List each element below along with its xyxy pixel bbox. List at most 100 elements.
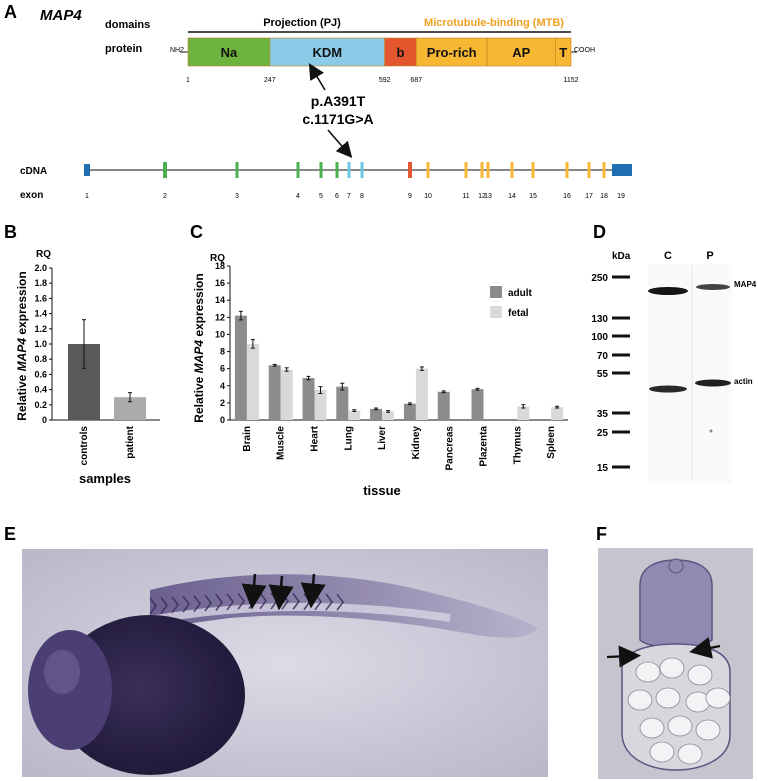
yolk-cell-7: [639, 717, 665, 739]
lane-p: P: [706, 250, 713, 262]
c-yticklabel-3: 6: [220, 364, 225, 374]
exon-box-14: [510, 162, 514, 178]
somite-13: [292, 592, 300, 610]
band-map4-p: [696, 284, 730, 290]
panel-c: C RQ Relative MAP4 expression tissue 024…: [190, 222, 568, 498]
panel-b-letter: B: [4, 222, 17, 242]
b-yticklabel-3: 0.6: [34, 369, 47, 379]
exon-box-15: [531, 162, 535, 178]
exon-num-17: 17: [585, 193, 593, 200]
yolk-cell-9: [695, 719, 721, 741]
exon-utr3: [612, 164, 632, 176]
somite-17: [336, 593, 344, 611]
ladder-label-4: 55: [597, 369, 609, 380]
section-arrow-left: [606, 645, 641, 668]
b-yticklabel-10: 2.0: [34, 263, 47, 273]
b-bar-1: [114, 397, 146, 420]
domain-label-0: Na: [221, 45, 238, 60]
panel-a: A MAP4 domains protein Projection (PJ) M…: [4, 2, 632, 201]
exon-box-10: [426, 162, 430, 178]
ladder-label-0: 250: [591, 273, 608, 284]
panel-d-letter: D: [593, 222, 606, 242]
exon-num-18: 18: [600, 193, 608, 200]
domains-label: domains: [105, 19, 150, 31]
somite-5: [204, 594, 212, 612]
yolk-cells: [627, 657, 731, 765]
c-yticklabel-8: 16: [215, 278, 225, 288]
c-yticklabel-2: 4: [220, 381, 225, 391]
mtb-label: Microtubule-binding (MTB): [424, 17, 564, 29]
c-legend-swatch-1: [490, 306, 502, 318]
gene-title: MAP4: [40, 7, 82, 24]
pos-3: 687: [410, 77, 422, 84]
exon-num-9: 9: [408, 193, 412, 200]
exon-num-16: 16: [563, 193, 571, 200]
b-yticklabel-4: 0.8: [34, 354, 47, 364]
exon-box-11: [464, 162, 468, 178]
lane-c: C: [664, 250, 672, 262]
exon-num-2: 2: [163, 193, 167, 200]
band-actin-c: [649, 385, 687, 393]
domain-label-4: AP: [512, 45, 530, 60]
c-bar-adult-3: [336, 386, 349, 420]
domain-5: [555, 37, 572, 67]
c-xticklabel-4: Liver: [377, 426, 388, 450]
c-bar-fetal-0: [246, 343, 259, 420]
somite-3: [182, 595, 190, 613]
c-yticklabel-5: 10: [215, 329, 225, 339]
c-xticklabel-9: Spleen: [546, 426, 557, 459]
somite-6: [215, 593, 223, 611]
c-xticklabel-6: Pancreas: [445, 426, 456, 471]
ladder-label-6: 25: [597, 428, 609, 439]
mutation-cdna: c.1171G>A: [302, 111, 373, 127]
band-map4-c: [648, 287, 688, 295]
pos-0: 1: [186, 77, 190, 84]
c-xticklabel-0: Brain: [242, 426, 253, 452]
b-xticklabel-1: patient: [125, 425, 136, 458]
exon-box-4: [296, 162, 300, 178]
kda-label: kDa: [612, 251, 631, 262]
panel-b-ylabel: Relative MAP4 expression: [15, 271, 29, 420]
exon-box-13: [486, 162, 490, 178]
c-yticklabel-1: 2: [220, 398, 225, 408]
somite-arrow-0: [241, 573, 267, 610]
yolk-cell-8: [667, 715, 693, 737]
panel-b-rq: RQ: [36, 249, 51, 260]
somite-1: [160, 596, 168, 614]
c-legend-label-1: fetal: [508, 308, 529, 319]
panel-b: B RQ Relative MAP4 expression samples 00…: [4, 222, 160, 486]
b-yticklabel-8: 1.6: [34, 293, 47, 303]
yolk-cell-6: [705, 687, 731, 709]
panel-f: F: [596, 524, 753, 779]
c-bar-adult-4: [370, 408, 383, 420]
b-yticklabel-2: 0.4: [34, 385, 47, 395]
domain-label-2: b: [396, 45, 404, 60]
pos-1: 247: [264, 77, 276, 84]
c-xticklabel-7: Plazenta: [479, 426, 490, 467]
exon-num-13: 13: [484, 193, 492, 200]
c-bar-adult-6: [437, 391, 450, 420]
c-yticklabel-6: 12: [215, 312, 225, 322]
exon-num-6: 6: [335, 193, 339, 200]
panel-c-rq: RQ: [210, 253, 225, 264]
c-bar-fetal-3: [348, 410, 361, 420]
panel-b-xlabel: samples: [79, 471, 131, 486]
exon-num-3: 3: [235, 193, 239, 200]
somite-arrow-2: [300, 573, 326, 609]
exon-num-4: 4: [296, 193, 300, 200]
ladder-label-5: 35: [597, 409, 609, 420]
exon-box-3: [235, 162, 239, 178]
b-yticklabel-7: 1.4: [34, 309, 47, 319]
c-bar-adult-2: [302, 378, 315, 420]
pj-label: Projection (PJ): [263, 17, 341, 29]
panel-a-letter: A: [4, 2, 17, 22]
pos-2: 592: [379, 77, 391, 84]
domain-label-3: Pro-rich: [427, 45, 477, 60]
c-bar-fetal-1: [280, 369, 293, 420]
mutation-arrow-cdna: [327, 129, 353, 159]
ladder-label-2: 100: [591, 332, 608, 343]
panel-f-letter: F: [596, 524, 607, 544]
